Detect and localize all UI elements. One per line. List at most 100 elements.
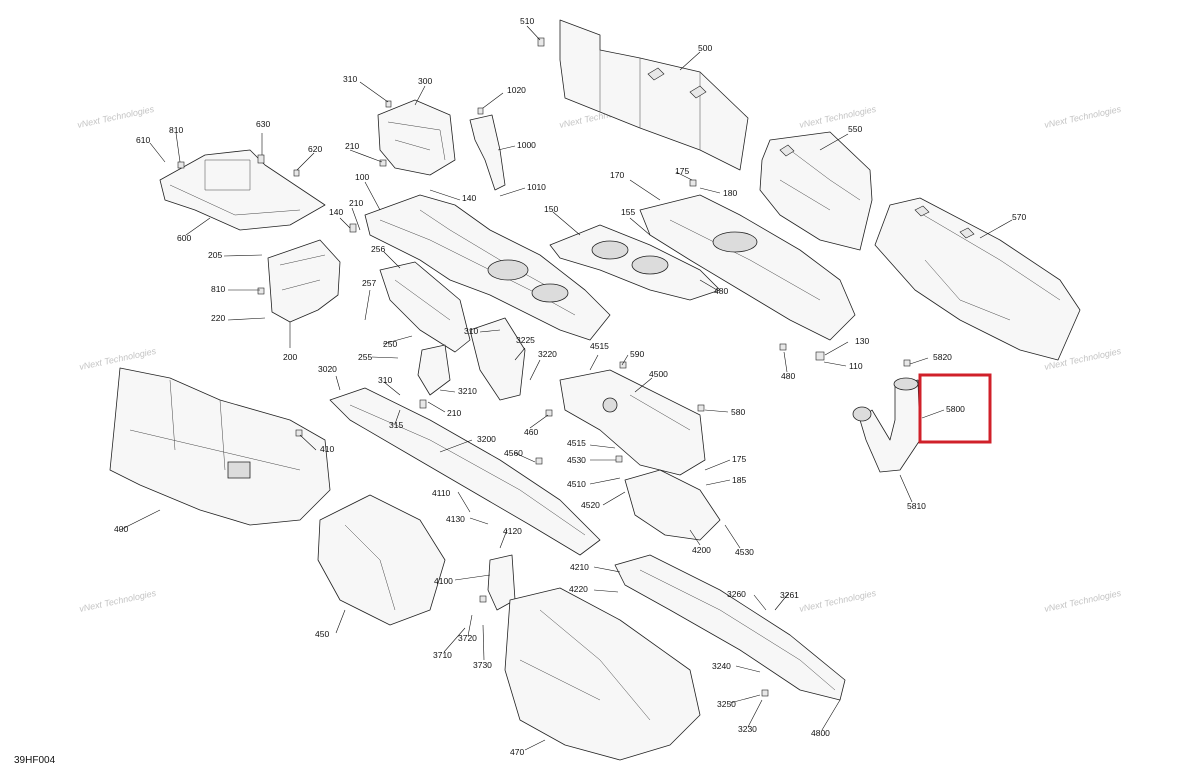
- part-300-dash-bracket: [377, 99, 456, 176]
- watermark-text: vNext Technologies: [76, 104, 155, 130]
- callout-5820: 5820: [933, 352, 952, 362]
- callout-4520: 4520: [581, 500, 600, 510]
- callout-550: 550: [848, 124, 862, 134]
- callout-810: 810: [169, 125, 183, 135]
- callout-4220: 4220: [569, 584, 588, 594]
- callout-810: 810: [211, 284, 225, 294]
- callout-4560: 4560: [504, 448, 523, 458]
- callout-3220: 3220: [538, 349, 557, 359]
- callout-3720: 3720: [458, 633, 477, 643]
- callout-210: 210: [349, 198, 363, 208]
- part-150-console: [549, 224, 721, 301]
- part-400-side-panel: [109, 367, 331, 526]
- callout-1020: 1020: [507, 85, 526, 95]
- callout-210: 210: [447, 408, 461, 418]
- callout-3260: 3260: [727, 589, 746, 599]
- callout-4110: 4110: [432, 488, 451, 498]
- part-4200-housing: [624, 469, 721, 541]
- part-3210-bracket: [417, 344, 451, 396]
- callout-110: 110: [849, 361, 863, 371]
- part-470-panel: [504, 587, 701, 761]
- callout-4510: 4510: [567, 479, 586, 489]
- callout-4515: 4515: [567, 438, 586, 448]
- callout-140: 140: [329, 207, 343, 217]
- callout-4530: 4530: [735, 547, 754, 557]
- callout-250: 250: [383, 339, 397, 349]
- callout-170: 170: [610, 170, 624, 180]
- callout-257: 257: [362, 278, 376, 288]
- callout-510: 510: [520, 16, 534, 26]
- part-4500-housing: [559, 369, 706, 476]
- callout-5800: 5800: [946, 404, 965, 414]
- part-170-console: [639, 194, 856, 341]
- part-550-side-panel: [759, 131, 873, 251]
- callout-630: 630: [256, 119, 270, 129]
- callout-300: 300: [418, 76, 432, 86]
- part-100-frame: [364, 194, 611, 341]
- callout-470: 470: [510, 747, 524, 757]
- callout-315: 315: [389, 420, 403, 430]
- callout-4200: 4200: [692, 545, 711, 555]
- callout-580: 580: [731, 407, 745, 417]
- part-450-panel: [317, 494, 446, 626]
- part-1000-bracket: [469, 114, 506, 191]
- callout-4530: 4530: [567, 455, 586, 465]
- callout-4500: 4500: [649, 369, 668, 379]
- callout-4100: 4100: [434, 576, 453, 586]
- part-200-bracket: [267, 239, 341, 323]
- watermark-text: vNext Technologies: [78, 346, 157, 372]
- callout-220: 220: [211, 313, 225, 323]
- part-3225-bracket: [469, 317, 526, 401]
- watermark-text: vNext Technologies: [798, 588, 877, 614]
- part-600-tray: [159, 149, 326, 231]
- callout-255: 255: [358, 352, 372, 362]
- callout-3200: 3200: [477, 434, 496, 444]
- callout-3210: 3210: [458, 386, 477, 396]
- watermark-text: vNext Technologies: [798, 104, 877, 130]
- callout-5810: 5810: [907, 501, 926, 511]
- callout-labels: 510 500 550 570 310 300 1020 1000 1010 6…: [114, 16, 1026, 757]
- callout-600: 600: [177, 233, 191, 243]
- callout-3730: 3730: [473, 660, 492, 670]
- callout-460: 460: [524, 427, 538, 437]
- callout-256: 256: [371, 244, 385, 254]
- callout-175: 175: [675, 166, 689, 176]
- callout-480: 480: [714, 286, 728, 296]
- callout-3710: 3710: [433, 650, 452, 660]
- callout-1010: 1010: [527, 182, 546, 192]
- callout-100: 100: [355, 172, 369, 182]
- part-5800-hose: [852, 377, 921, 473]
- callout-4515: 4515: [590, 341, 609, 351]
- callout-590: 590: [630, 349, 644, 359]
- callout-620: 620: [308, 144, 322, 154]
- callout-3250: 3250: [717, 699, 736, 709]
- callout-4800: 4800: [811, 728, 830, 738]
- callout-3261: 3261: [780, 590, 799, 600]
- callout-210: 210: [345, 141, 359, 151]
- watermark-text: vNext Technologies: [1043, 104, 1122, 130]
- callout-3020: 3020: [318, 364, 337, 374]
- callout-610: 610: [136, 135, 150, 145]
- callout-200: 200: [283, 352, 297, 362]
- callout-205: 205: [208, 250, 222, 260]
- callout-140: 140: [462, 193, 476, 203]
- leader-lines: [119, 25, 1013, 751]
- callout-185: 185: [732, 475, 746, 485]
- part-250-frame-plate: [379, 261, 471, 353]
- callout-480: 480: [781, 371, 795, 381]
- watermark-text: vNext Technologies: [78, 588, 157, 614]
- callout-4120: 4120: [503, 526, 522, 536]
- diagram-code: 39HF004: [14, 755, 56, 766]
- part-4100-bracket: [487, 554, 516, 611]
- part-3200-rail: [329, 387, 601, 556]
- callout-4210: 4210: [570, 562, 589, 572]
- callout-310: 310: [343, 74, 357, 84]
- callout-180: 180: [723, 188, 737, 198]
- watermark-text: vNext Technologies: [1043, 588, 1122, 614]
- callout-130: 130: [855, 336, 869, 346]
- callout-155: 155: [621, 207, 635, 217]
- callout-450: 450: [315, 629, 329, 639]
- callout-3230: 3230: [738, 724, 757, 734]
- highlight-box: [918, 373, 992, 444]
